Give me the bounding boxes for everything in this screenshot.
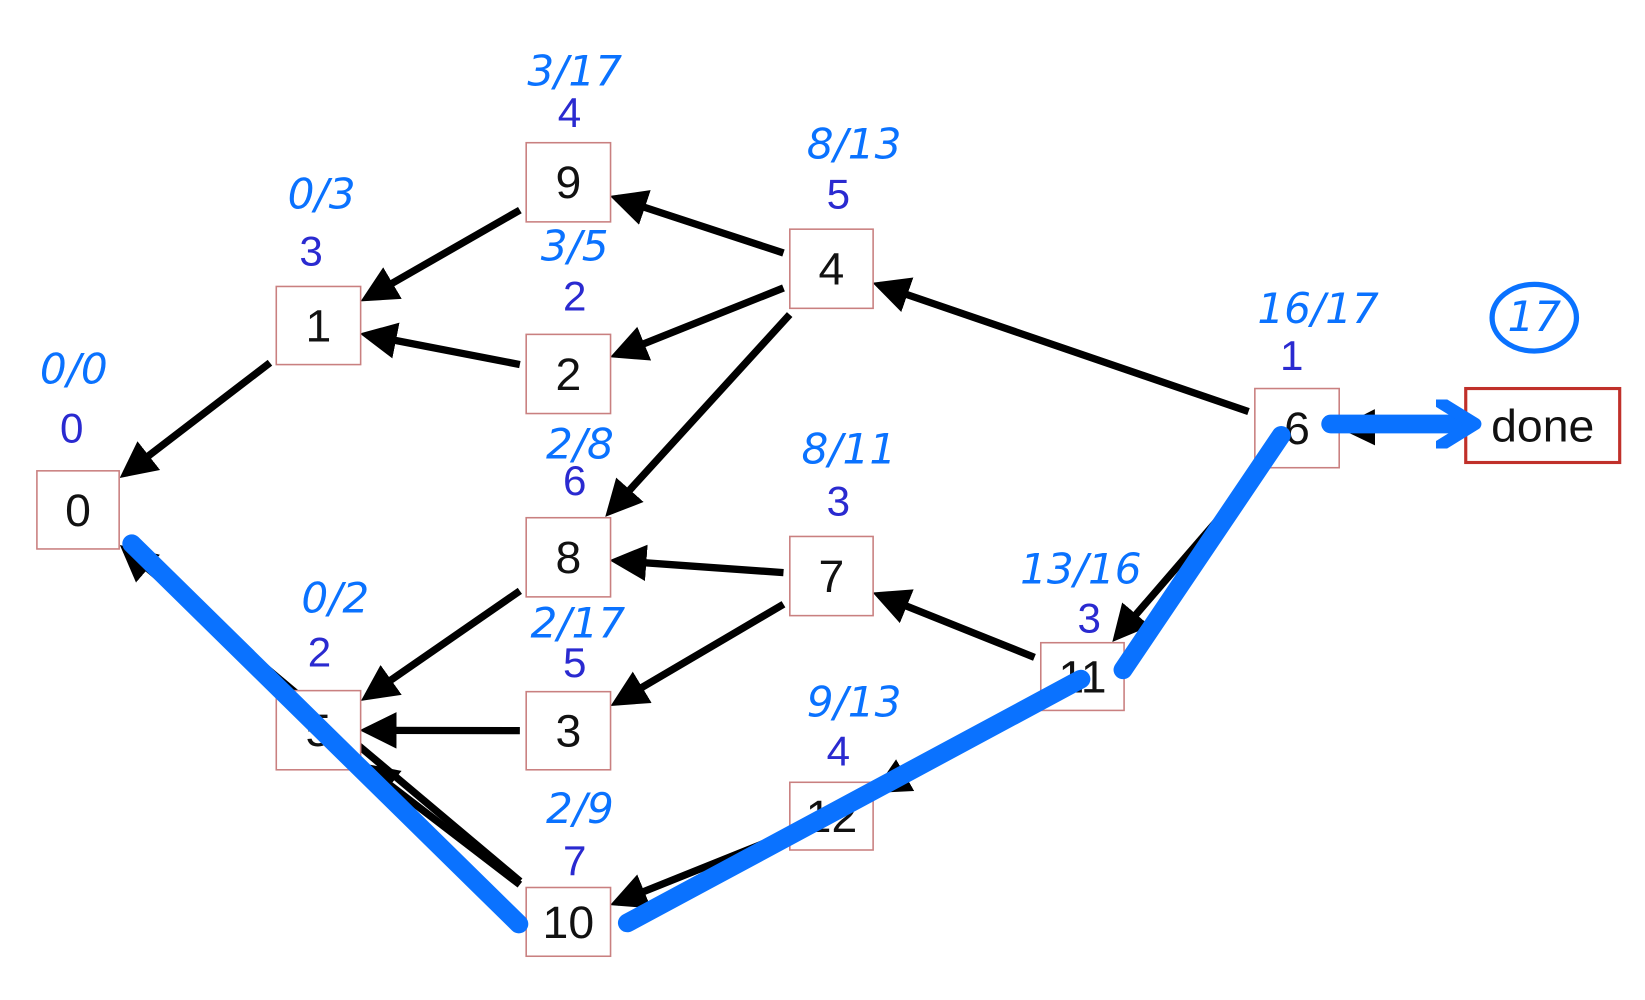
node-box	[525, 333, 612, 415]
highlight-10-11	[617, 669, 1091, 933]
highlight-0-10	[122, 534, 529, 934]
node-box	[525, 886, 612, 958]
handwritten-annotation: 2/17	[531, 599, 626, 648]
node-label: done	[1491, 400, 1594, 452]
node-label: 7	[819, 550, 845, 602]
handwritten-annotation: 2/9	[546, 784, 614, 833]
node-label: 0	[65, 484, 91, 536]
edge-11-to-7	[872, 589, 1036, 661]
edge-8-to-5	[360, 587, 522, 701]
distance-label: 6	[563, 457, 586, 504]
distance-label: 5	[563, 639, 586, 686]
node-box	[525, 690, 612, 771]
handwritten-annotation: 3/5	[541, 222, 609, 271]
node-3[interactable]: 3	[525, 690, 612, 771]
edge-7-to-3	[610, 601, 786, 706]
distance-label: 2	[563, 273, 586, 320]
node-10[interactable]: 10	[525, 886, 612, 958]
highlight-layer	[122, 424, 1461, 934]
node-done[interactable]: done	[1464, 386, 1622, 465]
node-label: 10	[543, 896, 595, 948]
node-box	[525, 141, 612, 223]
handwritten-annotation: 9/13	[807, 678, 902, 727]
node-2[interactable]: 2	[525, 333, 612, 415]
total-annotation-circled: 17	[1507, 292, 1561, 341]
distance-label: 5	[827, 171, 850, 218]
distance-label: 2	[308, 629, 331, 676]
handwritten-annotation: 2/8	[546, 420, 614, 469]
node-label: 2	[555, 348, 581, 400]
handwritten-annotation: 13/16	[1020, 545, 1142, 594]
handwritten-annotation: 0/3	[288, 170, 356, 219]
node-4[interactable]: 4	[789, 228, 874, 310]
edge-9-to-1	[360, 206, 522, 302]
handwritten-annotation: 3/17	[527, 47, 622, 96]
handwritten-annotation: 0/0	[40, 345, 108, 394]
edge-2-to-1	[359, 322, 521, 369]
distance-label: 3	[1078, 595, 1101, 642]
node-box	[789, 228, 874, 310]
handwritten-annotation: 8/13	[807, 120, 902, 169]
node-box	[789, 535, 874, 617]
handwritten-annotation: 16/17	[1257, 284, 1379, 333]
edge-6-to-4	[872, 277, 1250, 415]
node-7[interactable]: 7	[789, 535, 874, 617]
handwritten-annotation: 0/2	[301, 574, 369, 623]
node-0[interactable]: 0	[36, 470, 120, 550]
node-8[interactable]: 8	[525, 516, 612, 598]
handwritten-annotation: 8/11	[802, 425, 897, 474]
distance-label: 4	[558, 89, 581, 136]
node-9[interactable]: 9	[525, 141, 612, 223]
edge-4-to-9	[609, 190, 785, 257]
edge-1-to-0	[119, 359, 273, 478]
distance-label: 3	[827, 478, 850, 525]
node-label: 8	[555, 531, 581, 583]
distance-label: 3	[299, 228, 322, 275]
edge-4-to-2	[610, 284, 785, 361]
node-label: 6	[1284, 402, 1310, 454]
node-box	[525, 516, 612, 598]
edge-4-to-8	[605, 312, 793, 517]
node-label: 9	[555, 156, 581, 208]
distance-label: 4	[827, 728, 850, 775]
distance-label: 0	[60, 405, 83, 452]
node-box	[275, 285, 362, 366]
node-box	[36, 470, 120, 550]
highlight-11-6	[1113, 426, 1291, 680]
node-box	[1464, 386, 1622, 465]
label-layer: 00/030/323/552/1758/1320/2116/1738/1162/…	[40, 47, 1580, 884]
node-label: 1	[306, 300, 332, 352]
edge-7-to-8	[609, 544, 784, 582]
distance-label: 7	[563, 837, 586, 884]
node-label: 3	[555, 705, 581, 757]
annotation-circle	[1489, 281, 1580, 354]
node-label: 4	[819, 243, 845, 295]
distance-label: 1	[1280, 332, 1303, 379]
node-1[interactable]: 1	[275, 285, 362, 366]
